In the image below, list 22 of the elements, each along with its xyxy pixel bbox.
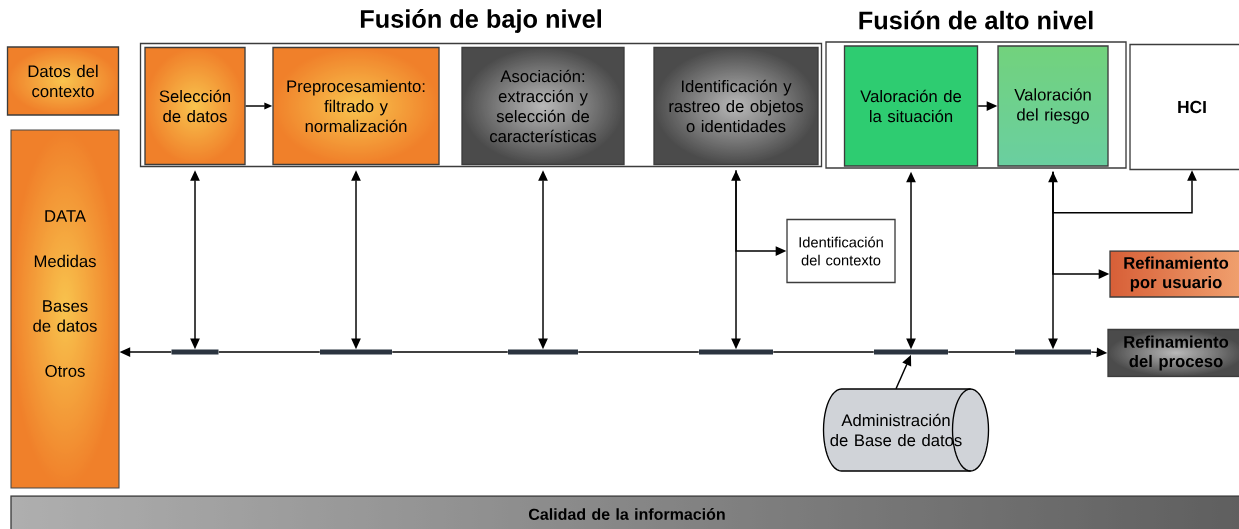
quality-band: Calidad de la información — [10, 495, 1239, 529]
junction-bar — [874, 349, 948, 355]
process-box: Preprocesamiento: filtrado y normalización — [272, 46, 440, 166]
process-box: Selección de datos — [144, 46, 246, 166]
process-box: Asociación: extracción y selección de características — [461, 46, 625, 166]
group-heading: Fusión de alto nivel — [859, 10, 1093, 30]
junction-bar — [320, 349, 392, 355]
process-box: Valoración del riesgo — [997, 45, 1109, 167]
junction-bar — [1015, 349, 1091, 355]
junction-bar — [508, 349, 578, 355]
junction-bar — [171, 349, 219, 355]
output-box: Refinamiento del proceso — [1107, 328, 1239, 378]
process-box: Identificación y rastreo de objetos o identidades — [653, 46, 819, 166]
arrow — [1052, 170, 1197, 214]
process-box: Identificación del contexto — [786, 218, 896, 284]
data-source-column: DATA Medidas Bases de datos Otros — [10, 129, 120, 489]
interface-box: HCI — [1129, 43, 1239, 171]
junction-bar — [699, 349, 773, 355]
process-box: Valoración de la situación — [843, 45, 979, 167]
context-box: Datos del contexto — [6, 46, 120, 116]
output-box: Refinamiento por usuario — [1109, 250, 1239, 298]
group-heading: Fusión de bajo nivel — [360, 9, 601, 33]
